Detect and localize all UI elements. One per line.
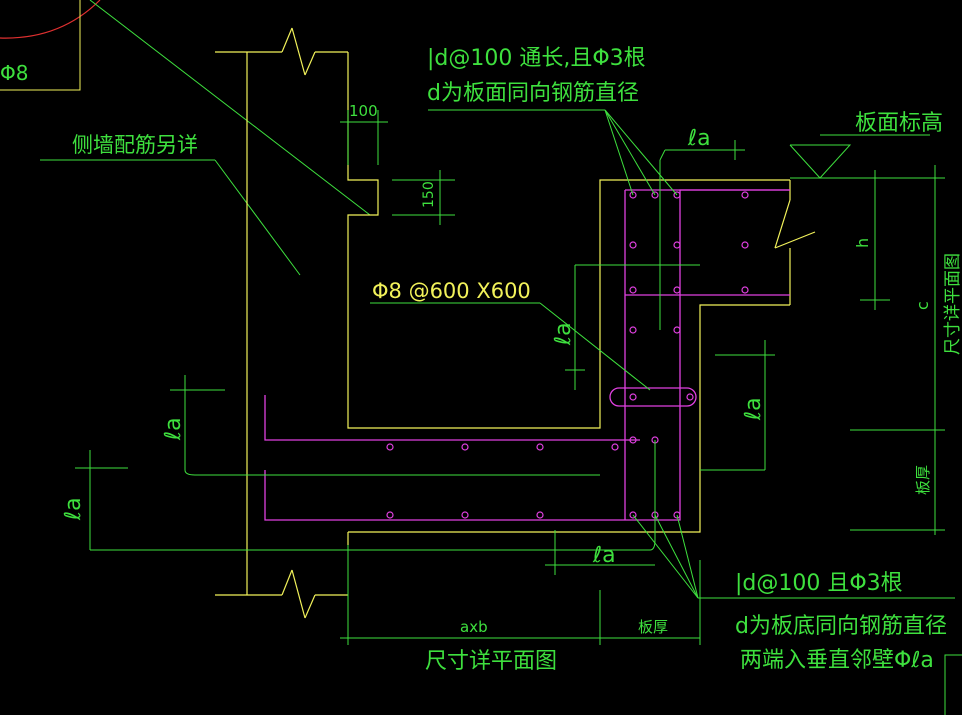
dim-150: 150 [421,181,437,208]
dimension-lines [75,109,962,715]
anchor-la-left-lower: ℓa [61,497,86,521]
rebar-lines [264,189,790,521]
dim-100: 100 [349,102,378,120]
top-left-rebar-label: Φ8 [0,61,28,85]
dim-c: c [913,301,932,310]
top-rebar-note-line1: |d@100 通长,且Φ3根 [427,46,646,71]
leader-lines [40,0,371,276]
bottom-rebar-note-line2: d为板底同向钢筋直径 [735,614,947,639]
wall-outline [215,27,816,619]
slab-thickness-vertical: 板厚 [914,465,932,495]
side-wall-note: 侧墙配筋另详 [72,133,198,157]
dim-h: h [853,238,872,248]
bottom-rebar-note-line3: 两端入垂直邻壁Φℓa [740,648,934,673]
bottom-rebar-note-line1: |d@100 且Φ3根 [735,571,903,596]
right-vertical-note: 尺寸详平面图 [943,253,962,355]
top-rebar-note-line2: d为板面同向钢筋直径 [427,81,639,106]
anchor-la-right: ℓa [741,397,766,421]
anchor-la-left-upper: ℓa [161,417,186,441]
mesh-rebar-label: Φ8 @600 X600 [372,279,531,303]
top-left-arc [0,0,101,91]
dim-axb: axb [460,618,488,636]
anchor-la-top: ℓa [687,126,711,151]
rebar-dots [386,191,749,519]
plan-note: 尺寸详平面图 [425,649,557,674]
anchor-la-bottom: ℓa [592,543,616,568]
anchor-la-middle: ℓa [551,322,576,346]
slab-top-elevation: 板面标高 [855,111,943,136]
dim-slab-thickness: 板厚 [638,618,668,636]
